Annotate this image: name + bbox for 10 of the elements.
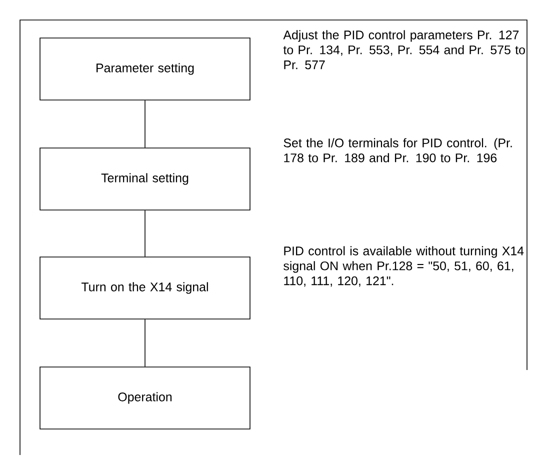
process-box: Turn on the X14 signal [40, 256, 250, 320]
connector-line [144, 319, 146, 367]
note-text: Adjust the PID control parameters Pr. 127 to Pr. 134, Pr. 553, Pr. 554 and Pr. 575 to Pr. 577 [283, 30, 525, 70]
connector-line [144, 100, 146, 148]
connector-line [144, 210, 146, 257]
process-box: Terminal setting [40, 148, 250, 210]
note-text: PID control is available without turning X14 signal ON when Pr.128 = "50, 51, 60, 61, 110, 111, 120, 121". [284, 246, 524, 287]
note-text: Set the I/O terminals for PID control. (Pr. 178 to Pr. 189 and Pr. 190 to Pr. 196 [284, 138, 512, 162]
process-box: Parameter setting [40, 38, 250, 100]
process-box: Operation [40, 366, 250, 430]
